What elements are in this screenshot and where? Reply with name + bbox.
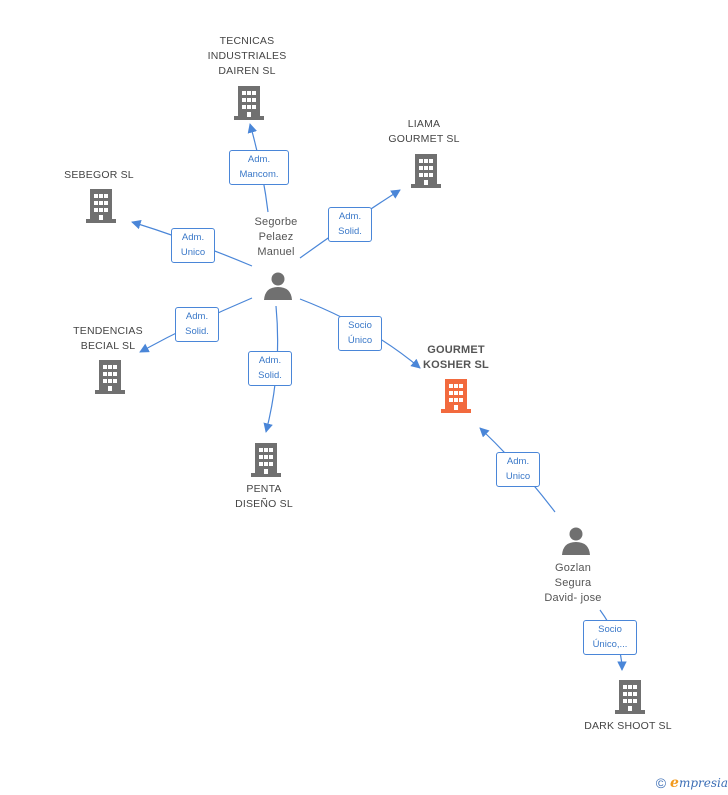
node-label-tendencias[interactable]: TENDENCIAS BECIAL SL bbox=[73, 325, 143, 352]
brand-logo-initial: e bbox=[670, 775, 679, 791]
person-icon-segorbe[interactable] bbox=[263, 270, 293, 300]
building-icon-liama[interactable] bbox=[411, 152, 441, 188]
person-icon-gozlan[interactable] bbox=[561, 525, 591, 555]
node-label-tecnicas[interactable]: TECNICAS INDUSTRIALES DAIREN SL bbox=[207, 35, 287, 77]
edge-label-adm-solid-tendencias[interactable]: Adm. Solid. bbox=[175, 307, 219, 342]
building-icon-sebegor[interactable] bbox=[86, 187, 116, 223]
copyright-icon: © bbox=[655, 775, 667, 791]
brand-logo[interactable]: empresia bbox=[670, 775, 728, 791]
node-label-dark-shoot[interactable]: DARK SHOOT SL bbox=[584, 720, 672, 732]
building-icon-tecnicas[interactable] bbox=[234, 84, 264, 120]
footer-brand: © empresia bbox=[656, 773, 728, 793]
edge-label-adm-solid-liama[interactable]: Adm. Solid. bbox=[328, 207, 372, 242]
edge-label-adm-unico-gourmet[interactable]: Adm. Unico bbox=[496, 452, 540, 487]
person-label-segorbe[interactable]: Segorbe Pelaez Manuel bbox=[254, 216, 298, 258]
node-label-sebegor[interactable]: SEBEGOR SL bbox=[64, 169, 134, 181]
node-label-penta[interactable]: PENTA DISEÑO SL bbox=[235, 483, 293, 510]
building-icon-penta[interactable] bbox=[251, 441, 281, 477]
building-icon-dark-shoot[interactable] bbox=[615, 678, 645, 714]
building-icon-tendencias[interactable] bbox=[95, 358, 125, 394]
node-label-gourmet-kosher[interactable]: GOURMET KOSHER SL bbox=[423, 344, 489, 371]
building-icon-gourmet-kosher[interactable] bbox=[441, 377, 471, 413]
edge-label-adm-solid-penta[interactable]: Adm. Solid. bbox=[248, 351, 292, 386]
node-label-liama[interactable]: LIAMA GOURMET SL bbox=[388, 118, 460, 145]
brand-logo-text: mpresia bbox=[678, 776, 728, 790]
edge-label-socio-unico-dark[interactable]: Socio Único,... bbox=[583, 620, 637, 655]
edge-label-adm-unico-sebegor[interactable]: Adm. Unico bbox=[171, 228, 215, 263]
edge-label-adm-mancom[interactable]: Adm. Mancom. bbox=[229, 150, 289, 185]
edge-label-socio-unico-gourmet[interactable]: Socio Único bbox=[338, 316, 382, 351]
person-label-gozlan[interactable]: Gozlan Segura David- jose bbox=[544, 562, 602, 604]
